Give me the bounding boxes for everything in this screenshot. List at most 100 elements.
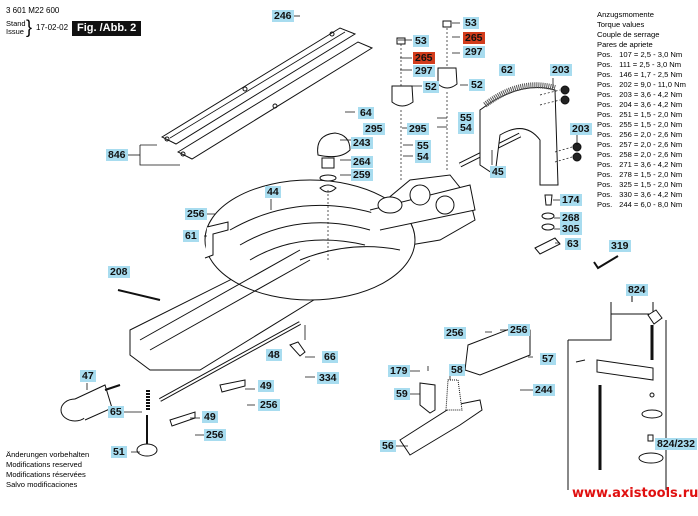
part-label-246[interactable]: 246 [272,10,294,22]
part-label-208[interactable]: 208 [108,266,130,278]
torque-row: Pos. 202 = 9,0 - 11,0 Nm [597,80,686,90]
torque-row: Pos. 146 = 1,7 - 2,5 Nm [597,70,686,80]
notice-en: Modifications reserved [6,460,82,469]
part-label-259[interactable]: 259 [351,169,373,181]
part-label-305[interactable]: 305 [560,223,582,235]
part-label-179[interactable]: 179 [388,365,410,377]
part-label-49[interactable]: 49 [202,411,218,423]
part-label-256[interactable]: 256 [508,324,530,336]
torque-row: Pos. 251 = 1,5 - 2,0 Nm [597,110,686,120]
part-label-824[interactable]: 824 [626,284,648,296]
part-label-203[interactable]: 203 [570,123,592,135]
torque-row: Pos. 278 = 1,5 - 2,0 Nm [597,170,686,180]
part-label-264[interactable]: 264 [351,156,373,168]
part-label-58[interactable]: 58 [449,364,465,376]
rail-846 [160,27,374,160]
torque-value: 258 = 2,0 - 2,6 Nm [619,150,683,159]
part-label-824-232[interactable]: 824/232 [655,438,697,450]
part-label-55[interactable]: 55 [415,140,431,152]
part-label-63[interactable]: 63 [565,238,581,250]
part-label-256[interactable]: 256 [444,327,466,339]
part-label-174[interactable]: 174 [560,194,582,206]
part-label-265[interactable]: 265 [463,32,485,44]
part-label-61[interactable]: 61 [183,230,199,242]
notice-fr: Modifications réservées [6,470,86,479]
part-label-256[interactable]: 256 [204,429,226,441]
part-label-243[interactable]: 243 [351,137,373,149]
notice-es: Salvo modificaciones [6,480,78,489]
base-body [129,174,476,371]
part-label-48[interactable]: 48 [266,349,282,361]
torque-row: Pos. 256 = 2,0 - 2,6 Nm [597,130,686,140]
part-label-49[interactable]: 49 [258,380,274,392]
part-label-244[interactable]: 244 [533,384,555,396]
pos-label: Pos. [597,80,613,89]
part-label-65[interactable]: 65 [108,406,124,418]
part-label-55[interactable]: 55 [458,112,474,124]
knob-47 [60,384,121,422]
part-label-52[interactable]: 52 [423,81,439,93]
part-label-44[interactable]: 44 [265,186,281,198]
issue-date: 17-02-02 [36,23,69,32]
figure-label: Fig. /Abb. 2 [72,21,142,36]
torque-value: 111 = 2,5 - 3,0 Nm [619,60,682,69]
part-label-265[interactable]: 265 [413,52,435,64]
fence-clamp-824 [567,295,667,490]
torque-row: Pos. 111 = 2,5 - 3,0 Nm [597,60,686,70]
torque-values-table: Anzugsmomente Torque values Couple de se… [597,10,686,210]
torque-value: 251 = 1,5 - 2,0 Nm [619,110,683,119]
pos-label: Pos. [597,170,613,179]
part-label-268[interactable]: 268 [560,212,582,224]
torque-row: Pos. 204 = 3,6 - 4,2 Nm [597,100,686,110]
pos-label: Pos. [597,110,613,119]
miter-scale [479,82,559,186]
torque-row: Pos. 203 = 3,6 - 4,2 Nm [597,90,686,100]
torque-row: Pos. 244 = 6,0 - 8,0 Nm [597,200,686,210]
torque-title-es: Pares de apriete [597,40,653,49]
torque-row: Pos. 258 = 2,0 - 2,6 Nm [597,150,686,160]
torque-value: 255 = 1,5 - 2,0 Nm [619,120,683,129]
part-label-45[interactable]: 45 [490,166,506,178]
torque-value: 203 = 3,6 - 4,2 Nm [619,90,683,99]
torque-row: Pos. 107 = 2,5 - 3,0 Nm [597,50,686,60]
part-label-846[interactable]: 846 [106,149,128,161]
part-label-295[interactable]: 295 [363,123,385,135]
pos-label: Pos. [597,200,613,209]
part-label-54[interactable]: 54 [458,122,474,134]
part-label-53[interactable]: 53 [413,35,429,47]
stand-issue-label: Stand Issue [6,20,26,36]
torque-value: 107 = 2,5 - 3,0 Nm [619,50,683,59]
torque-title-de: Anzugsmomente [597,10,654,19]
part-label-66[interactable]: 66 [322,351,338,363]
part-label-56[interactable]: 56 [380,440,396,452]
website-link[interactable]: www.axistools.ru [572,486,698,501]
part-label-319[interactable]: 319 [609,240,631,252]
pos-label: Pos. [597,70,613,79]
part-label-203[interactable]: 203 [550,64,572,76]
pos-label: Pos. [597,150,613,159]
brace-glyph: } [26,17,33,37]
part-label-47[interactable]: 47 [80,370,96,382]
torque-value: 325 = 1,5 - 2,0 Nm [619,180,683,189]
part-label-297[interactable]: 297 [463,46,485,58]
part-label-52[interactable]: 52 [469,79,485,91]
part-label-256[interactable]: 256 [258,399,280,411]
part-label-295[interactable]: 295 [407,123,429,135]
part-label-297[interactable]: 297 [413,65,435,77]
part-label-51[interactable]: 51 [111,446,127,458]
pos-label: Pos. [597,60,613,69]
modifications-notice: Änderungen vorbehalten Modifications res… [6,450,89,490]
pos-label: Pos. [597,120,613,129]
part-label-64[interactable]: 64 [358,107,374,119]
part-label-54[interactable]: 54 [415,151,431,163]
pos-label: Pos. [597,190,613,199]
stand-label: Stand [6,19,26,28]
part-label-62[interactable]: 62 [499,64,515,76]
torque-row: Pos. 271 = 3,6 - 4,2 Nm [597,160,686,170]
part-label-256[interactable]: 256 [185,208,207,220]
part-label-57[interactable]: 57 [540,353,556,365]
part-label-53[interactable]: 53 [463,17,479,29]
part-label-59[interactable]: 59 [394,388,410,400]
part-label-334[interactable]: 334 [317,372,339,384]
torque-row: Pos. 257 = 2,0 - 2,6 Nm [597,140,686,150]
